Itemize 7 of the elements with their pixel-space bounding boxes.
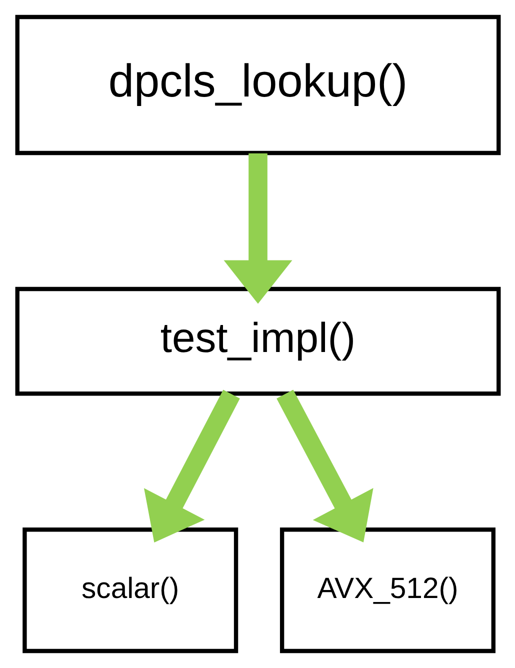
node-box: AVX_512() bbox=[279, 528, 495, 654]
node-box: scalar() bbox=[22, 528, 238, 654]
node-box: dpcls_lookup() bbox=[14, 14, 500, 156]
arrow bbox=[223, 153, 292, 304]
arrow bbox=[276, 390, 373, 542]
node-box: test_impl() bbox=[14, 286, 500, 396]
arrow bbox=[144, 390, 240, 542]
